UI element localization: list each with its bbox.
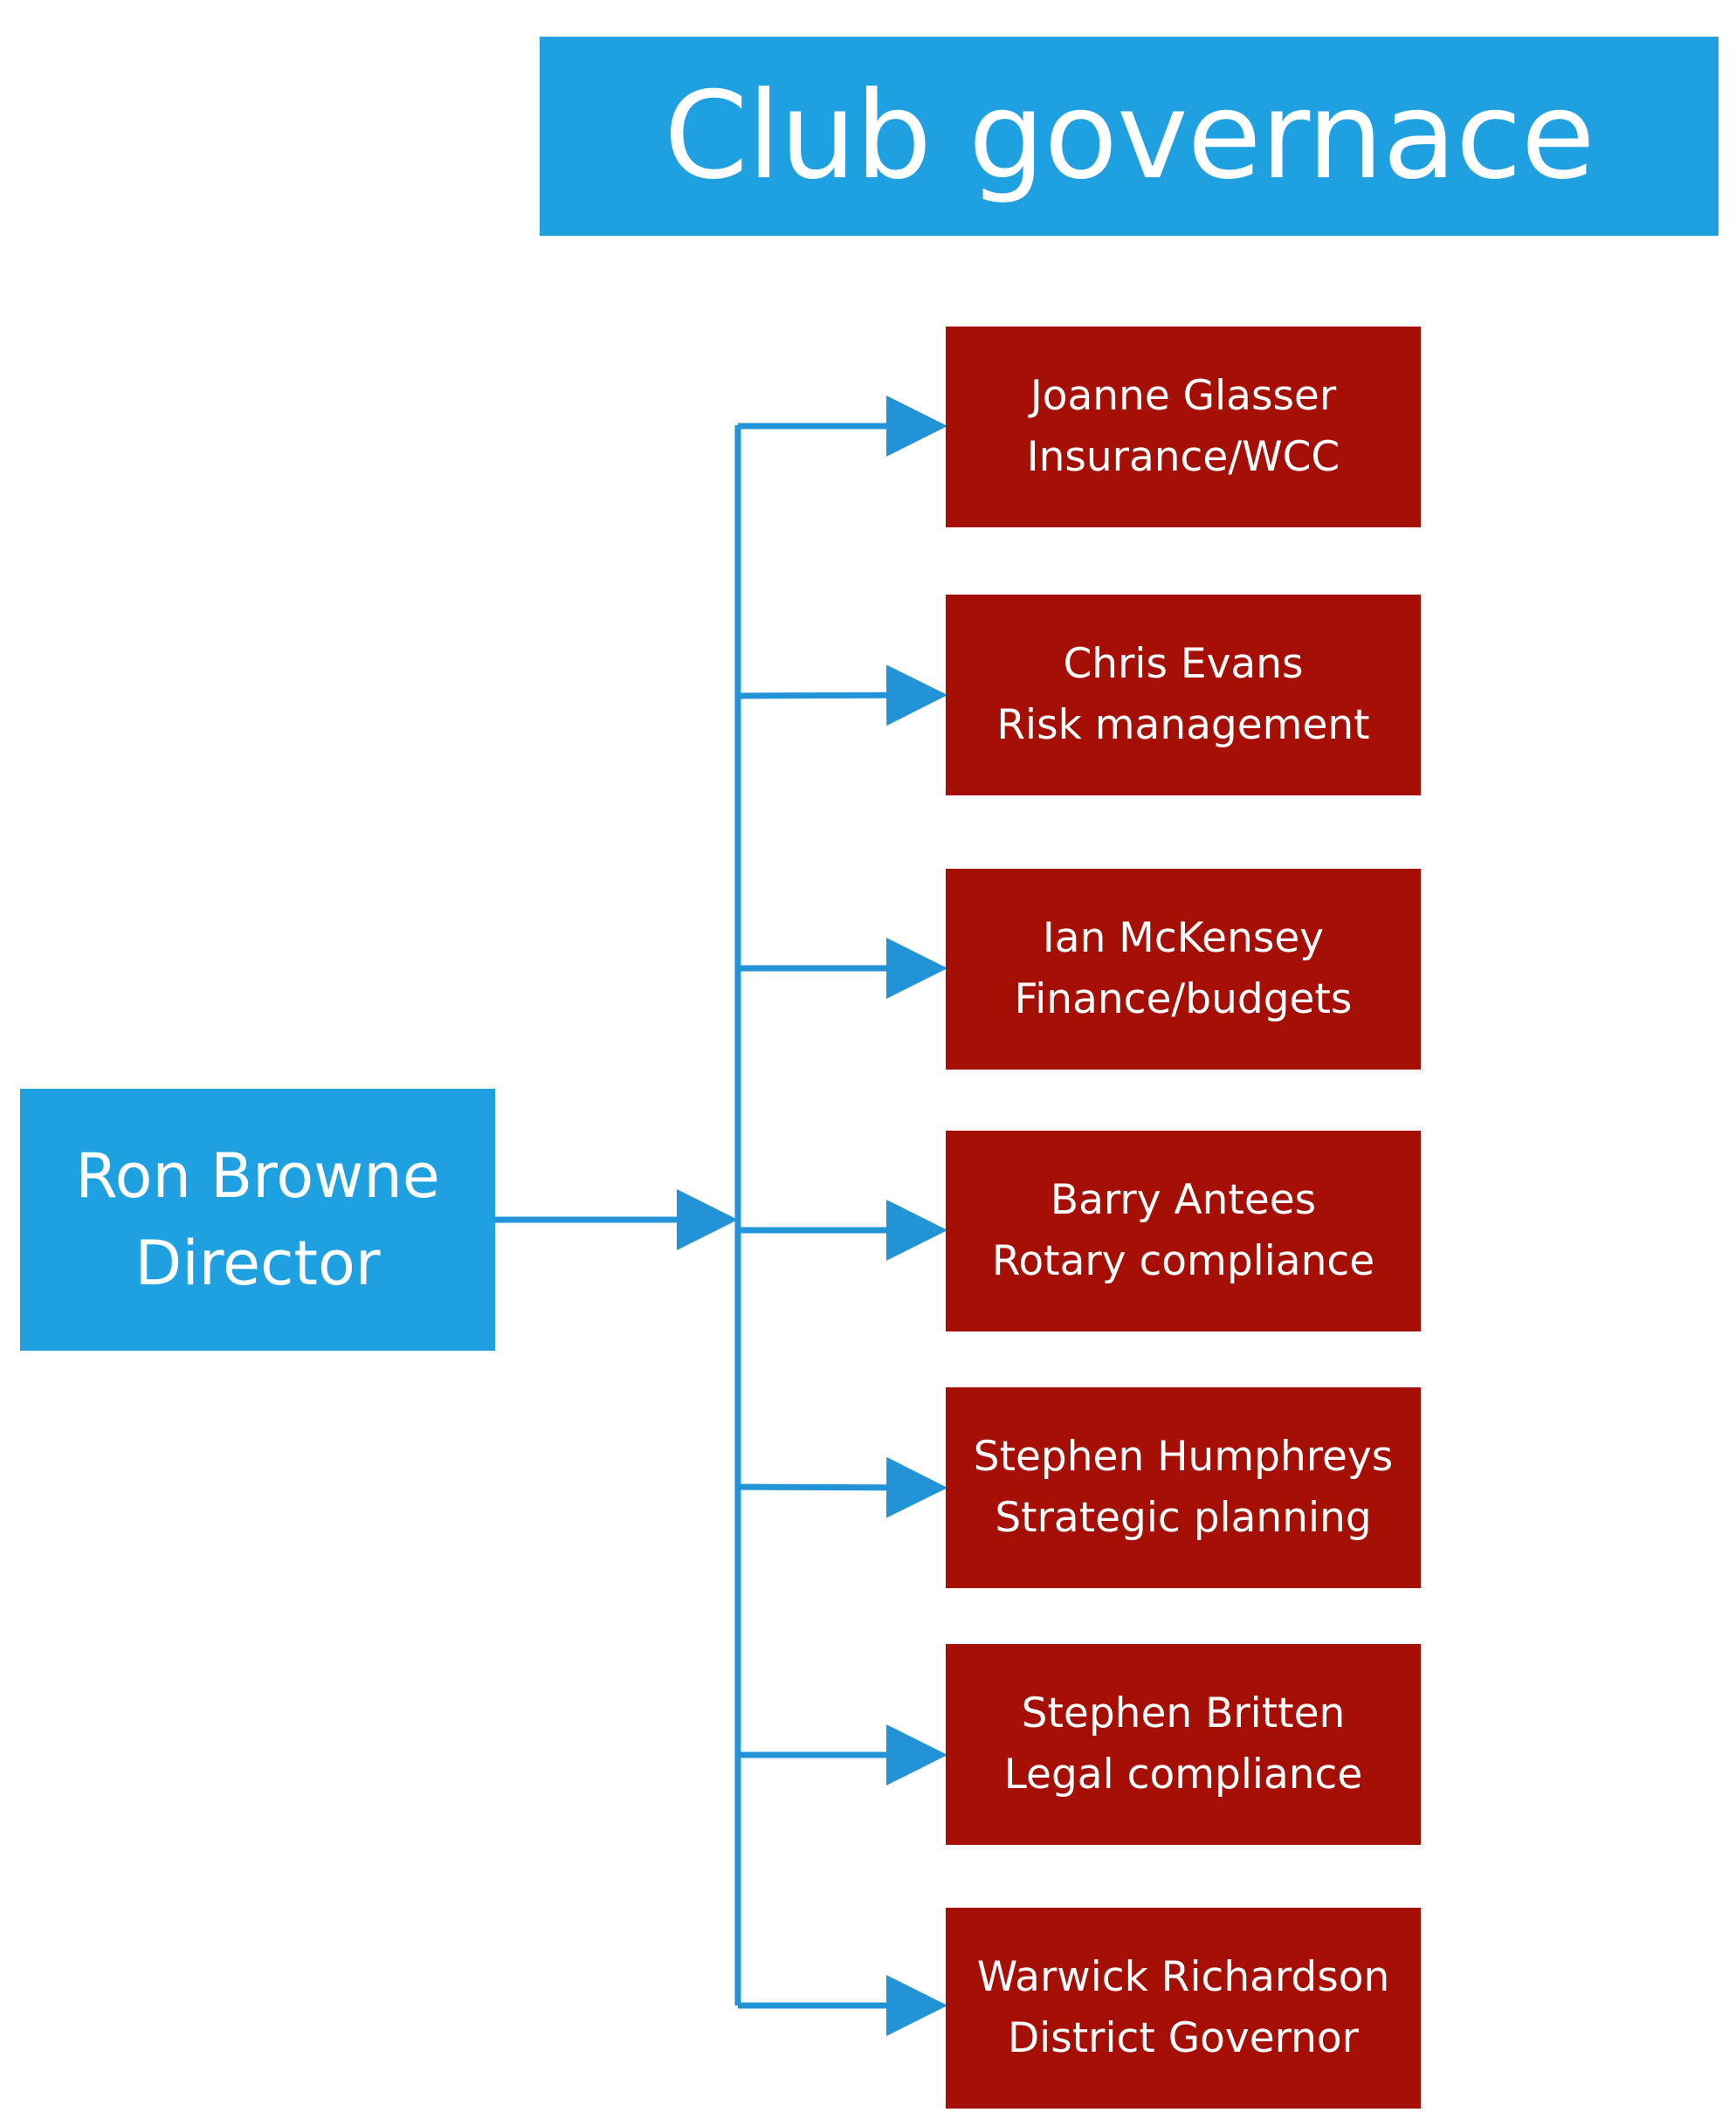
member-name: Warwick Richardson: [976, 1953, 1390, 2001]
page-title: Club governace: [664, 65, 1595, 206]
director-node: Ron Browne Director: [20, 1089, 495, 1351]
member-name: Chris Evans: [1063, 640, 1304, 688]
member-name: Stephen Humphreys: [973, 1433, 1394, 1481]
member-role: Rotary compliance: [991, 1237, 1375, 1285]
title-banner: Club governace: [540, 37, 1719, 236]
member-role: Finance/budgets: [1014, 975, 1353, 1023]
member-role: Risk management: [996, 701, 1370, 749]
member-node-ian-mckensey: Ian McKensey Finance/budgets: [946, 869, 1421, 1070]
member-role: Strategic planning: [995, 1494, 1372, 1542]
member-node-warwick-richardson: Warwick Richardson District Governor: [946, 1908, 1421, 2109]
member-role: District Governor: [1007, 2014, 1360, 2062]
member-name: Joanne Glasser: [1030, 372, 1337, 420]
director-name: Ron Browne: [75, 1140, 440, 1212]
member-name: Barry Antees: [1050, 1176, 1317, 1224]
branch-connector-2: [737, 664, 947, 726]
member-role: Insurance/WCC: [1026, 433, 1340, 481]
member-node-joanne-glasser: Joanne Glasser Insurance/WCC: [946, 327, 1421, 527]
member-node-chris-evans: Chris Evans Risk management: [946, 595, 1421, 795]
member-node-stephen-humphreys: Stephen Humphreys Strategic planning: [946, 1387, 1421, 1588]
member-name: Stephen Britten: [1021, 1689, 1346, 1737]
branch-connector-5: [737, 1456, 947, 1518]
member-name: Ian McKensey: [1042, 914, 1325, 962]
member-node-barry-antees: Barry Antees Rotary compliance: [946, 1131, 1421, 1331]
director-role: Director: [134, 1228, 381, 1299]
member-role: Legal compliance: [1003, 1751, 1363, 1799]
member-node-stephen-britten: Stephen Britten Legal compliance: [946, 1644, 1421, 1845]
